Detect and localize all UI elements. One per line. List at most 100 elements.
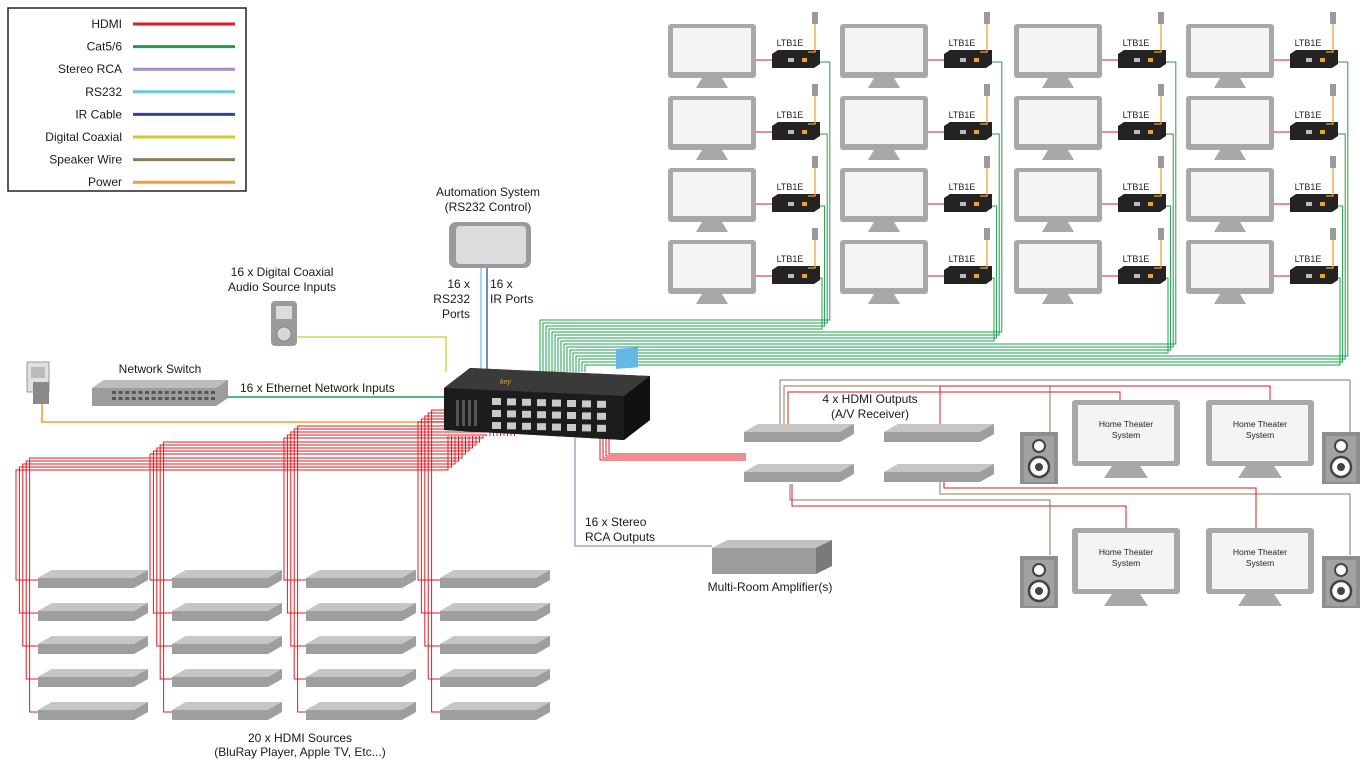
cat-cable	[545, 205, 826, 372]
receiver-label: LTB1E	[1123, 110, 1150, 120]
tv-screen	[1078, 405, 1174, 461]
hdmi-out-cable	[943, 480, 1257, 528]
hdmi-source-top	[172, 669, 282, 677]
hdmi-source-top	[306, 669, 416, 677]
power-cable	[1154, 240, 1162, 269]
hdmi-source-top	[306, 603, 416, 611]
monitor-screen	[673, 172, 751, 216]
receiver-port	[788, 130, 794, 134]
switch-vent	[468, 400, 471, 426]
receiver-label: LTB1E	[1295, 182, 1322, 192]
power-adapter	[1330, 84, 1336, 96]
network-port	[204, 397, 209, 400]
monitor-screen	[673, 244, 751, 288]
switch-port	[537, 411, 546, 419]
av-receiver-top	[884, 464, 994, 472]
hdmi-out-cable	[599, 436, 746, 461]
hdmi-source-cable	[18, 436, 452, 614]
receiver-port	[1134, 58, 1140, 62]
display-unit: LTB1E	[1186, 84, 1338, 160]
rs232-ports-label-2: RS232	[433, 292, 470, 306]
network-switch-label: Network Switch	[119, 362, 202, 376]
network-port	[191, 391, 196, 394]
receiver-label: LTB1E	[949, 182, 976, 192]
hdmi-source-top	[172, 603, 282, 611]
network-port	[131, 397, 136, 400]
receiver-port	[1306, 202, 1312, 206]
receiver-led	[974, 274, 979, 278]
speaker-cable	[779, 379, 1351, 440]
power-cable	[808, 24, 816, 53]
speaker-woofer-center	[1035, 587, 1043, 595]
receiver-port	[1134, 130, 1140, 134]
home-theater-sublabel: System	[1112, 430, 1140, 440]
switch-port	[522, 398, 531, 406]
power-adapter	[1158, 84, 1164, 96]
coax-sublabel: Audio Source Inputs	[228, 280, 336, 294]
receiver-led	[1320, 58, 1325, 62]
receiver-box	[1118, 122, 1166, 140]
cat-cable	[542, 133, 828, 372]
network-port	[158, 397, 163, 400]
receiver-label: LTB1E	[777, 182, 804, 192]
hdmi-out-cable	[787, 391, 1121, 432]
receiver-led	[974, 130, 979, 134]
hdmi-source-cable	[417, 421, 501, 581]
switch-port	[597, 400, 606, 408]
hdmi-source-top	[306, 702, 416, 710]
hdmi-source-top	[38, 702, 148, 710]
hdmi-source-cable	[283, 436, 484, 581]
speaker-cable	[789, 484, 1051, 555]
receiver-port	[788, 202, 794, 206]
power-cable	[1154, 96, 1162, 125]
home-theater-label: Home Theater	[1099, 419, 1153, 429]
display-unit: LTB1E	[1186, 228, 1338, 304]
power-adapter	[1330, 228, 1336, 240]
receiver-led	[802, 130, 807, 134]
av-receiver-top	[744, 424, 854, 432]
monitor-stand	[696, 78, 728, 88]
cat-cable	[563, 61, 1177, 372]
rca-sublabel: RCA Outputs	[585, 530, 655, 544]
receiver-label: LTB1E	[949, 38, 976, 48]
receiver-led	[1148, 130, 1153, 134]
switch-ports	[456, 398, 606, 432]
display-unit: LTB1E	[1186, 156, 1338, 232]
receiver-box	[772, 50, 820, 68]
switch-port	[522, 422, 531, 430]
home-theater-sublabel: System	[1246, 430, 1274, 440]
power-adapter	[1158, 228, 1164, 240]
cat-cable	[539, 61, 831, 372]
switch-port	[522, 410, 531, 418]
receiver-port	[1134, 202, 1140, 206]
receiver-label: LTB1E	[777, 254, 804, 264]
network-port	[171, 397, 176, 400]
receiver-box	[772, 122, 820, 140]
monitor-screen	[1191, 28, 1269, 72]
switch-port	[537, 399, 546, 407]
hdmi-source-top	[172, 570, 282, 578]
hdmi-out-cable	[602, 436, 746, 459]
receiver-box	[1290, 266, 1338, 284]
speaker	[1020, 556, 1058, 608]
speaker-woofer-center	[1337, 463, 1345, 471]
monitor-stand	[696, 294, 728, 304]
power-cable	[1154, 24, 1162, 53]
network-port	[178, 391, 182, 394]
power-adapter	[1158, 12, 1164, 24]
monitor-screen	[1191, 244, 1269, 288]
monitor-stand	[868, 150, 900, 160]
power-cable	[980, 168, 988, 197]
network-port	[131, 391, 136, 394]
power-adapter	[984, 12, 990, 24]
network-port	[151, 391, 156, 394]
network-port	[158, 391, 163, 394]
receiver-port	[788, 274, 794, 278]
switch-port	[492, 422, 501, 429]
receiver-box	[944, 266, 992, 284]
switch-port	[552, 423, 561, 431]
receiver-label: LTB1E	[1295, 254, 1322, 264]
power-adapter	[1330, 156, 1336, 168]
